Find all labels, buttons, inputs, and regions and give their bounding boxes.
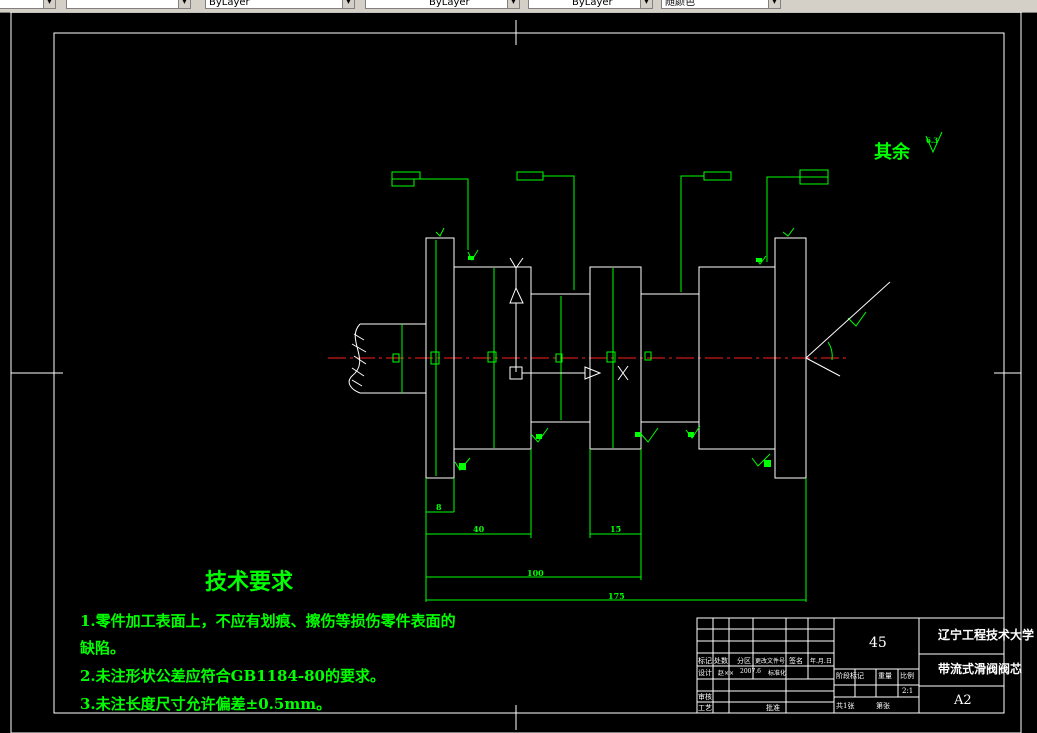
title-block	[696, 617, 1005, 714]
university-name: 辽宁工程技术大学	[938, 628, 1035, 642]
design-date: 2007.6	[740, 668, 761, 675]
break-section	[348, 323, 367, 394]
datum-markers	[459, 256, 771, 470]
dim-15: 15	[610, 524, 622, 534]
properties-toolbar: ▼ ▼ ByLayer▼ ByLayer▼ ByLayer▼ 随颜色▼	[0, 0, 1037, 13]
surface-finish-rest-label: 其余	[874, 142, 910, 163]
tech-requirements-title: 技术要求	[205, 569, 294, 595]
dim-175: 175	[608, 591, 625, 601]
linetype-combo[interactable]: ByLayer▼	[365, 0, 520, 9]
surface-finish-marks	[435, 131, 943, 471]
weight-label: 重量	[878, 672, 892, 680]
review-label: 审核	[698, 693, 712, 701]
plotstyle-combo[interactable]: 随颜色▼	[661, 0, 781, 9]
sheet-size: A2	[954, 693, 972, 708]
chevron-down-icon: ▼	[43, 0, 55, 8]
layer-combo[interactable]: ▼	[66, 0, 191, 9]
centering-marks	[11, 20, 1021, 730]
header-date: 年.月.日	[810, 658, 832, 665]
approve-label: 批准	[766, 704, 780, 712]
standardize-label: 标准化	[768, 670, 787, 677]
dim-8: 8	[436, 502, 442, 512]
header-zone: 分区	[737, 657, 751, 665]
diameter-dims	[392, 240, 652, 476]
process-label: 工艺	[698, 704, 712, 712]
surface-finish-rest-value: 6.3	[926, 136, 939, 145]
chevron-down-icon: ▼	[768, 0, 780, 8]
dim-40: 40	[473, 524, 485, 534]
material: 45	[869, 635, 887, 651]
tech-requirement-1b: 缺陷。	[80, 639, 126, 657]
drawing-canvas[interactable]	[0, 12, 1037, 733]
center-symbols	[509, 257, 891, 381]
chevron-down-icon: ▼	[178, 0, 190, 8]
tolerance-frames	[391, 169, 829, 292]
stage-label: 阶段标记	[836, 672, 864, 680]
dim-100: 100	[527, 568, 544, 578]
header-mark: 标记	[698, 657, 712, 665]
tech-requirement-1a: 1.零件加工表面上，不应有划痕、擦伤等损伤零件表面的	[80, 612, 456, 630]
ratio-label: 比例	[900, 672, 914, 680]
sheet-number: 第张	[876, 702, 890, 710]
part-name: 带流式滑阀阀芯	[938, 662, 1023, 676]
chevron-down-icon: ▼	[640, 0, 652, 8]
length-dims	[425, 449, 807, 602]
header-sign: 签名	[789, 657, 803, 665]
color-combo[interactable]: ByLayer▼	[205, 0, 355, 9]
lineweight-combo[interactable]: ByLayer▼	[528, 0, 653, 9]
tech-requirement-2: 2.未注形状公差应符合GB1184-80的要求。	[80, 667, 385, 685]
tech-requirement-3: 3.未注长度尺寸允许偏差±0.5mm。	[80, 695, 332, 713]
chevron-down-icon: ▼	[507, 0, 519, 8]
chevron-down-icon: ▼	[342, 0, 354, 8]
header-doc: 更改文件号	[755, 658, 786, 665]
designer-name: 赵××	[718, 670, 735, 677]
scale-value: 2:1	[902, 687, 914, 695]
layer-icons-combo[interactable]: ▼	[0, 0, 56, 9]
header-count: 处数	[714, 657, 728, 665]
total-sheets: 共1张	[836, 702, 855, 710]
designer-label: 设计	[698, 669, 712, 677]
